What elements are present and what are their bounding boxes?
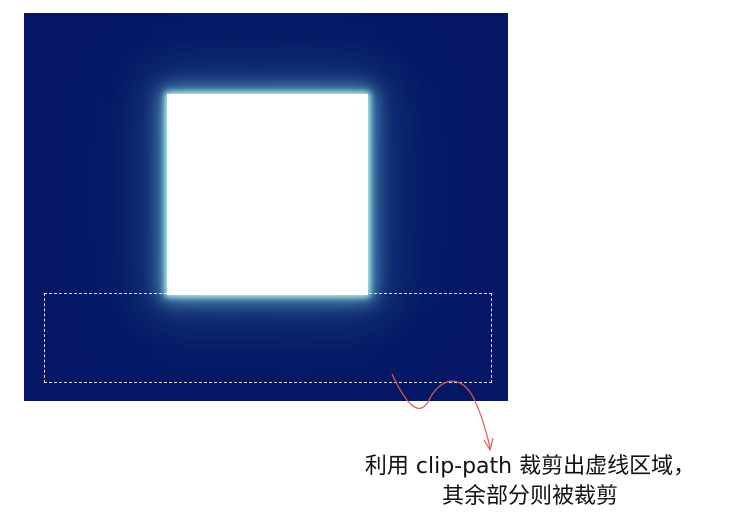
dark-blue-panel [24,13,508,401]
caption-line-1: 利用 clip-path 裁剪出虚线区域， [364,454,696,479]
arrow-head [483,437,494,452]
caption: 利用 clip-path 裁剪出虚线区域， 其余部分则被裁剪 [330,452,730,512]
caption-line-2: 其余部分则被裁剪 [441,484,618,509]
dashed-clip-region [44,293,492,383]
glowing-white-square [167,94,368,295]
